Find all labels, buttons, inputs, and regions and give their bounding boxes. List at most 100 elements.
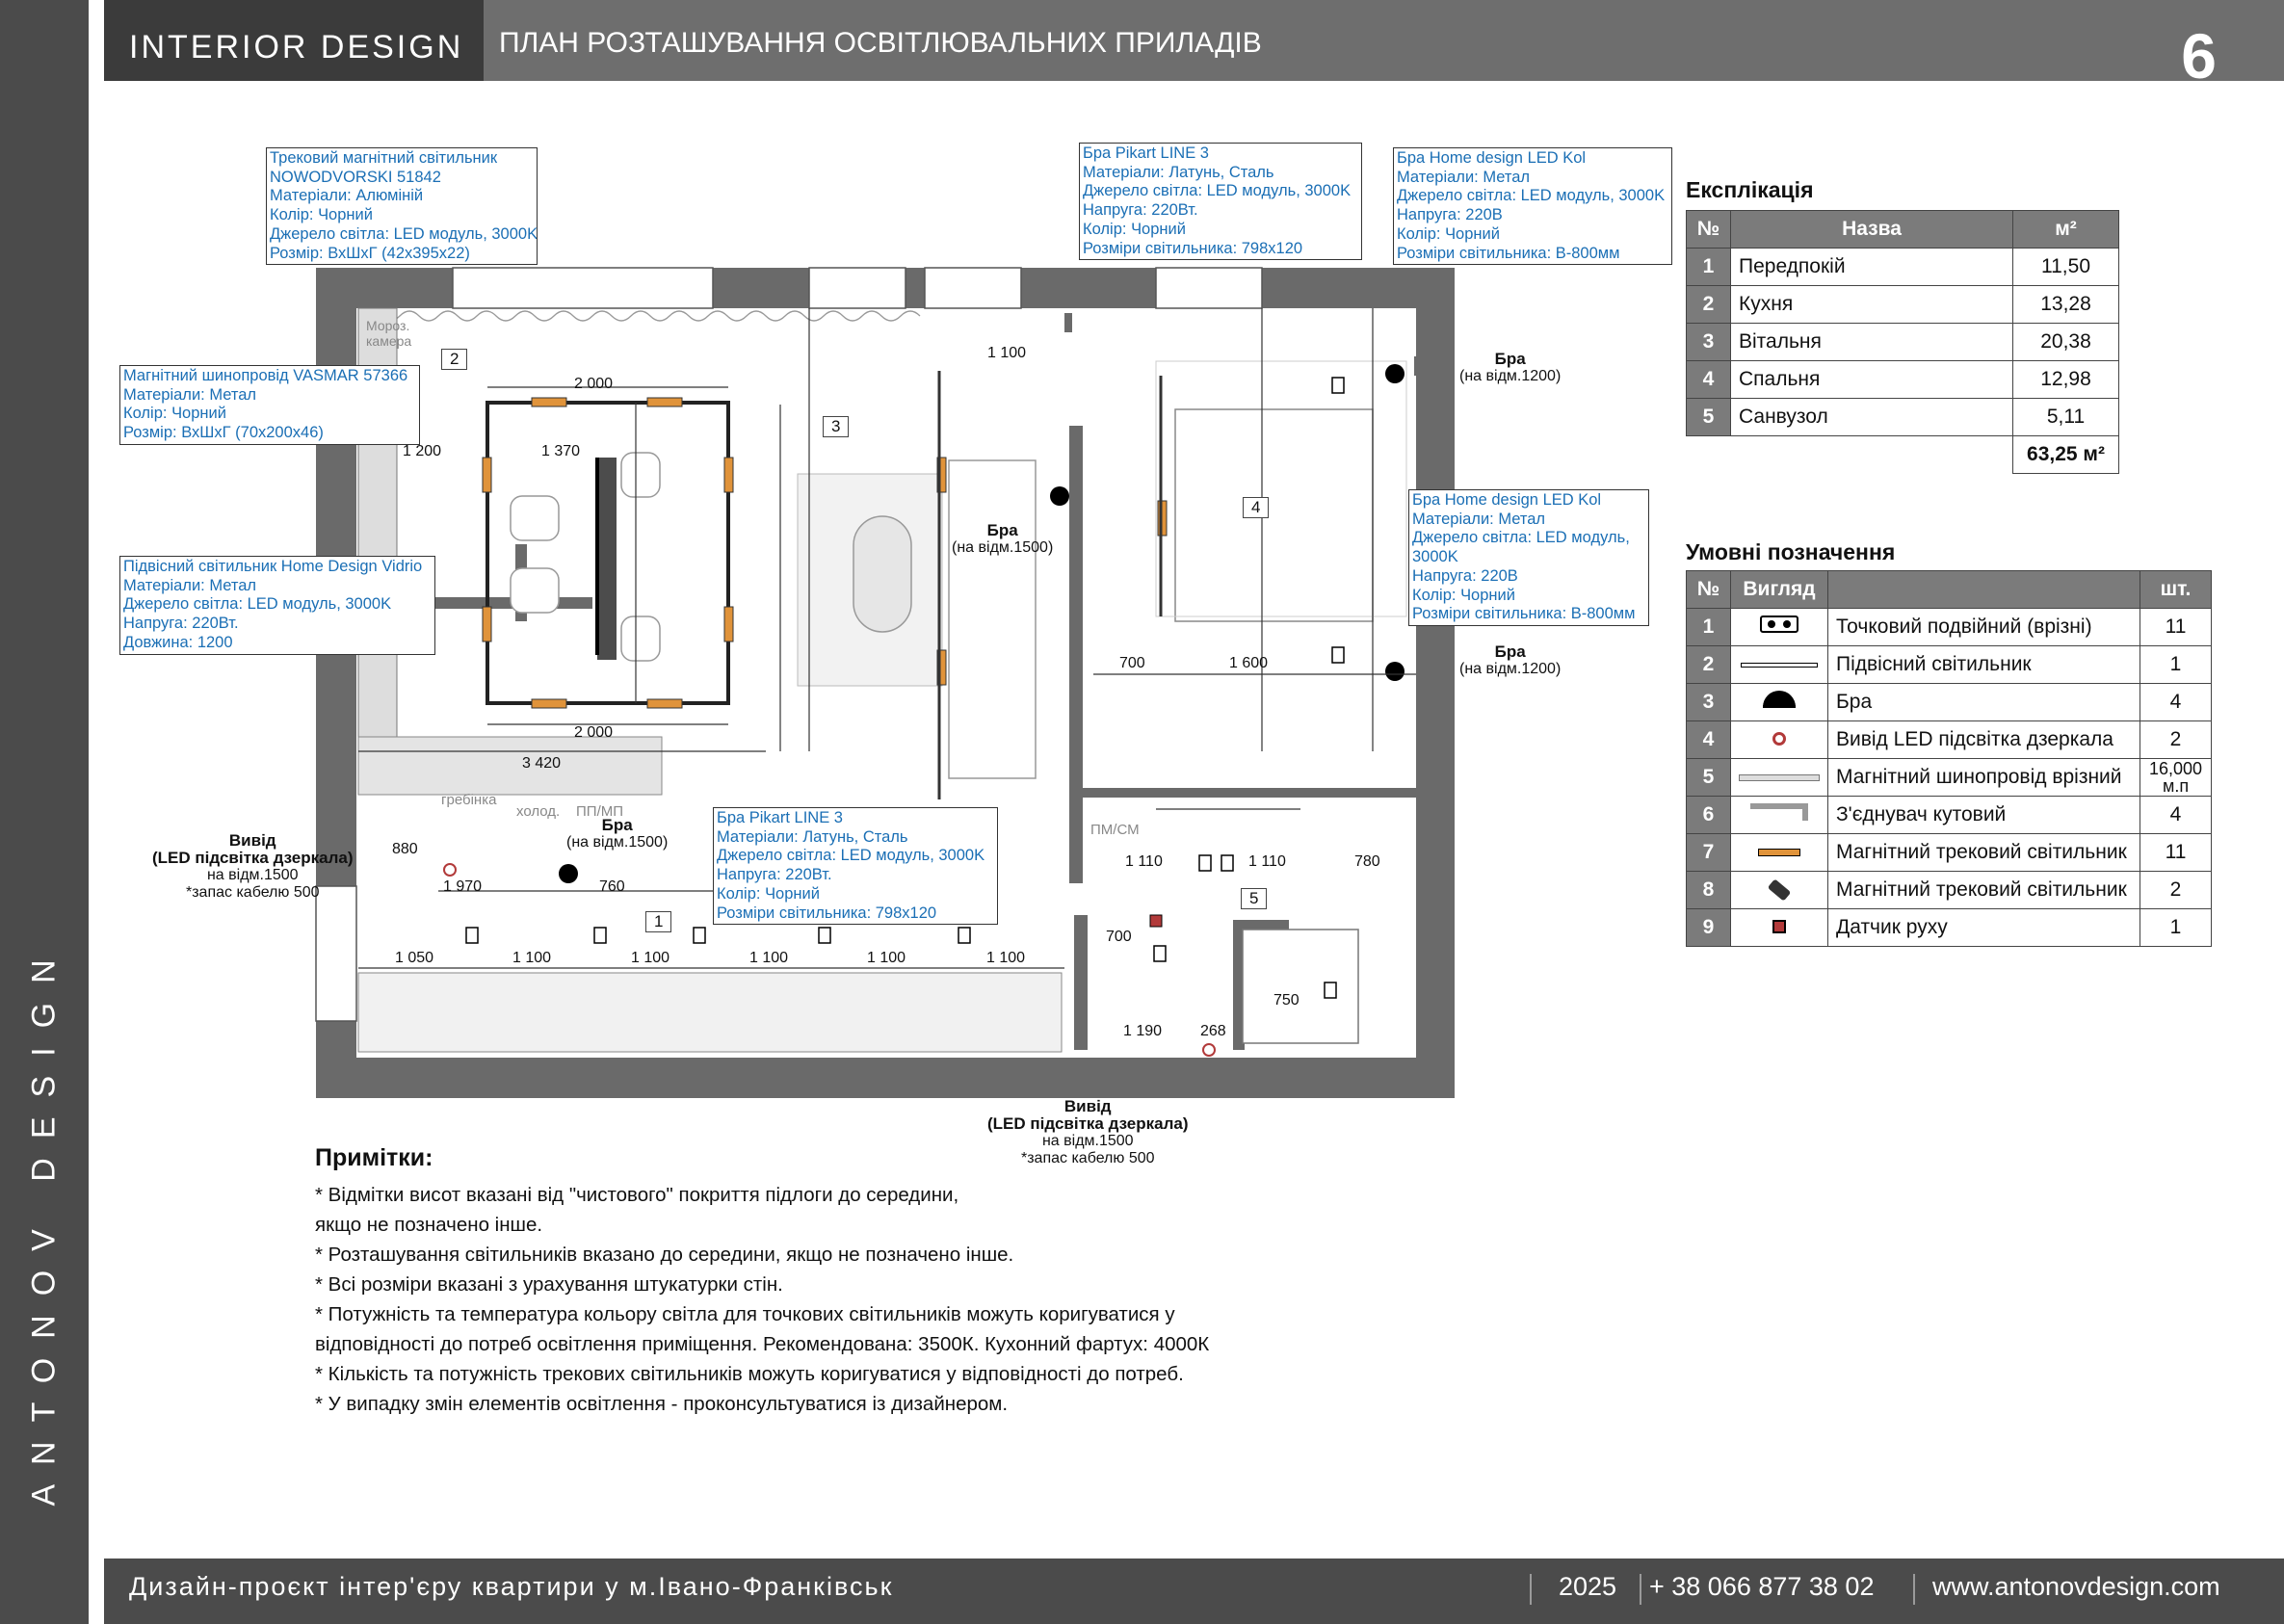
pendant-line-icon (1741, 662, 1818, 668)
table-header-row: № Вигляд шт. (1686, 570, 2212, 609)
room-label-comb: гребінка (441, 792, 497, 808)
callout-wall-lamp-2: Бра(на відм.1500) (952, 521, 1054, 557)
header-bar: INTERIOR DESIGN ПЛАН РОЗТАШУВАННЯ ОСВІТЛ… (104, 0, 2284, 92)
sofa (948, 459, 1037, 779)
dim-1200: 1 200 (403, 443, 442, 459)
track-rail-icon (1739, 773, 1820, 781)
dim-1100-d: 1 100 (867, 950, 906, 966)
dim-880: 880 (392, 841, 418, 857)
note-line: * Кількість та потужність трекових світи… (315, 1363, 1184, 1385)
double-spot-icon (1760, 616, 1798, 633)
dim-268: 268 (1200, 1023, 1226, 1039)
dim-750: 750 (1273, 992, 1300, 1008)
floor-plan (315, 267, 1455, 1098)
note-line: * Розташування світильників вказано до с… (315, 1244, 1014, 1266)
dim-1100-e: 1 100 (986, 950, 1026, 966)
motion-sensor (1149, 914, 1163, 928)
track-light-icon (1758, 849, 1800, 857)
room-number-2: 2 (441, 349, 468, 370)
shower (1242, 929, 1359, 1044)
notes-block: Примітки: * Відмітки висот вказані від "… (315, 1144, 1375, 1419)
corner-connector-icon (1750, 803, 1808, 821)
sidebar-brand-text: ANTONOV DESIGN (25, 940, 63, 1506)
kitchen-island (597, 458, 617, 660)
room-label-fridge: Мороз. камера (366, 318, 412, 349)
kitchen-counter-bottom (357, 736, 663, 796)
note-line: * Всі розміри вказані з урахування штука… (315, 1273, 783, 1296)
coffee-table (853, 515, 912, 633)
dim-700-b: 700 (1106, 929, 1132, 945)
footer-website[interactable]: www.antonovdesign.com (1932, 1572, 2220, 1601)
wardrobe (357, 972, 1063, 1053)
explication-total: 63,25 м² (2012, 435, 2119, 474)
room-label-ppmp: ПП/МП (576, 803, 624, 820)
window-openings (315, 267, 1263, 1022)
notes-title: Примітки: (315, 1144, 433, 1171)
room-number-4: 4 (1243, 497, 1270, 518)
dim-1100-a: 1 100 (512, 950, 552, 966)
led-outlet (443, 863, 457, 877)
dim-1100-c: 1 100 (749, 950, 789, 966)
dim-1970: 1 970 (443, 878, 483, 895)
room-number-3: 3 (823, 416, 850, 437)
footer-project: Дизайн-проєкт інтер'єру квартири у м.Іва… (129, 1572, 894, 1601)
page-title: ПЛАН РОЗТАШУВАННЯ ОСВІТЛЮВАЛЬНИХ ПРИЛАДІ… (499, 27, 1262, 59)
callout-wall-lamp-4: Бра(на відм.1500) (566, 816, 669, 851)
callout-led-outlet-2: Вивід(LED підсвітка дзеркала)на відм.150… (987, 1097, 1189, 1167)
callout-led-outlet-1: Вивід(LED підсвітка дзеркала)на відм.150… (152, 831, 354, 902)
footer-year: 2025 (1559, 1572, 1617, 1601)
bedroom-carpet (1155, 360, 1407, 617)
track-spot-icon (1767, 878, 1792, 902)
note-line: якщо не позначено інше. (315, 1214, 543, 1236)
dim-1110-b: 1 110 (1248, 853, 1286, 870)
note-line: відповідності до потреб освітлення примі… (315, 1333, 1210, 1355)
wall-lamps (559, 364, 1405, 883)
brand-label: INTERIOR DESIGN (104, 0, 484, 81)
footer-bar: Дизайн-проєкт інтер'єру квартири у м.Іва… (104, 1559, 2284, 1624)
callout-wall-lamp-3: Бра(на відм.1200) (1459, 642, 1562, 678)
room-label-cold: холод. (516, 803, 561, 820)
dim-1110: 1 110 (1125, 853, 1163, 870)
dining-chairs (510, 452, 661, 662)
legend-title: Умовні позначення (1686, 539, 1896, 564)
dim-1370: 1 370 (541, 443, 581, 459)
note-line: * У випадку змін елементів освітлення - … (315, 1393, 1009, 1415)
led-outlet (1202, 1043, 1216, 1057)
note-line: * Відмітки висот вказані від "чистового"… (315, 1184, 959, 1206)
room-number-5: 5 (1241, 888, 1268, 909)
dim-1100: 1 100 (987, 345, 1027, 361)
wall-lamp-icon (1763, 691, 1796, 708)
table-total-row: 63,25 м² (1687, 435, 2119, 474)
double-spots (465, 377, 1345, 999)
footer-divider (1913, 1574, 1915, 1605)
dining-track-frame (486, 401, 730, 705)
dim-700: 700 (1119, 655, 1145, 671)
footer-divider (1530, 1574, 1532, 1605)
dim-3420: 3 420 (522, 755, 562, 772)
page-number: 6 (2181, 20, 2217, 92)
dim-1050: 1 050 (395, 950, 434, 966)
footer-divider (1640, 1574, 1641, 1605)
bed (1174, 408, 1374, 622)
explication-title: Експлікація (1686, 177, 1814, 202)
table-header-row: № Назва м² (1686, 210, 2119, 249)
note-line: * Потужність та температура кольору світ… (315, 1303, 1175, 1325)
room-number-1: 1 (645, 911, 672, 932)
curtain-line (360, 310, 921, 322)
